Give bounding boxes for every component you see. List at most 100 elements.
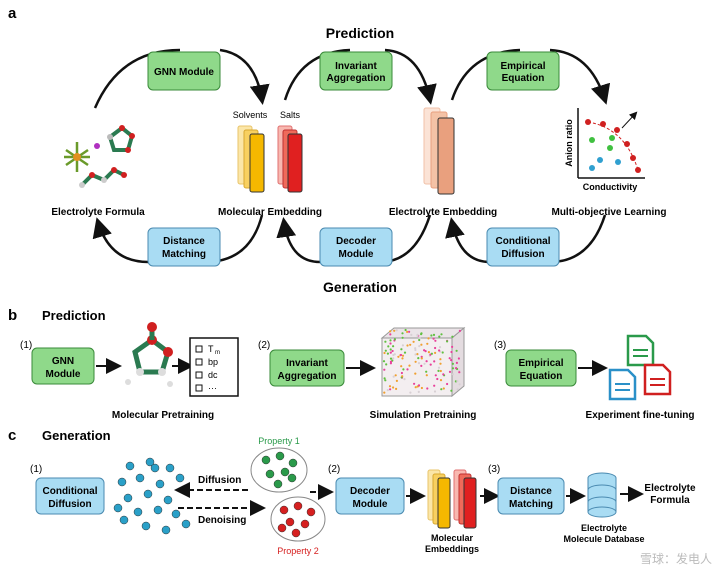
simulation-particle (418, 338, 421, 342)
simulation-particle (427, 351, 430, 354)
simulation-particle (457, 357, 460, 360)
simulation-particle (414, 348, 417, 352)
simulation-particle (439, 358, 442, 361)
simulation-particle (433, 384, 436, 387)
noise-dot (175, 473, 185, 483)
b-empirical-label-1: Empirical (518, 358, 563, 369)
b-empirical-label-2: Equation (520, 371, 563, 382)
b-invariant-box: Invariant Aggregation (269, 349, 345, 387)
arc-top-3 (450, 48, 521, 101)
simulation-particle (451, 335, 454, 338)
simulation-particle (383, 368, 386, 371)
simulation-particle (383, 377, 386, 380)
simulation-particle (439, 369, 442, 373)
panel-a-top-title: Prediction (326, 25, 394, 41)
panel-a-bottom-title: Generation (323, 279, 397, 295)
simulation-particle (440, 333, 443, 336)
arc-top-1b (219, 48, 270, 105)
simulation-particle (417, 357, 420, 360)
noise-dot (133, 507, 143, 517)
c-decoder-label-1: Decoder (350, 486, 390, 497)
simulation-particle (420, 364, 423, 367)
simulation-particle (400, 348, 403, 351)
simulation-particle (401, 332, 404, 335)
simulation-particle (456, 388, 459, 391)
c-embeddings-caption-1: Molecular (431, 533, 474, 543)
simulation-particle (391, 349, 394, 353)
b-step3-caption: Experiment fine-tuning (586, 410, 695, 421)
decoder-label-2: Module (339, 249, 374, 260)
simulation-particle (440, 388, 443, 391)
decoder-module-box: Decoder Module (319, 227, 393, 267)
simulation-particle (438, 349, 441, 352)
pareto-plot (577, 108, 645, 179)
simulation-particle (434, 351, 437, 354)
c-embeddings-caption-2: Embeddings (425, 544, 479, 554)
simulation-particle (414, 347, 417, 350)
simulation-particle (429, 363, 432, 366)
solvents-label: Solvents (233, 110, 268, 120)
c-distance-label-1: Distance (510, 486, 552, 497)
conditional-label-1: Conditional (496, 236, 551, 247)
simulation-particle (383, 391, 386, 394)
simulation-particle (414, 372, 417, 375)
simulation-particle (439, 362, 442, 365)
arc-top-1 (93, 48, 181, 109)
simulation-particle (430, 334, 433, 337)
c-step1-num: (1) (30, 464, 42, 475)
simulation-particle (389, 362, 392, 365)
simulation-particle (418, 336, 421, 340)
simulation-particle (455, 367, 458, 370)
plot-xlabel: Conductivity (583, 182, 638, 192)
invariant-label-2: Aggregation (327, 73, 386, 84)
arc-bot-1b (92, 217, 149, 264)
salts-label: Salts (280, 110, 301, 120)
simulation-particle (436, 377, 439, 381)
property2-dots (277, 501, 316, 538)
simulation-particle (392, 386, 395, 389)
checklist-item-dc: dc (208, 370, 218, 380)
simulation-particle (389, 333, 392, 336)
simulation-particle (451, 373, 454, 376)
simulation-particle (427, 337, 430, 340)
noise-dot (135, 473, 145, 483)
simulation-particle (395, 329, 398, 332)
empirical-label-2: Equation (502, 73, 545, 84)
c-conditional-label-1: Conditional (43, 486, 98, 497)
gnn-module-box: GNN Module (147, 51, 221, 91)
simulation-particle (450, 389, 453, 392)
property2-dot (293, 501, 303, 511)
simulation-particle (423, 362, 426, 365)
simulation-particle (386, 352, 389, 355)
arc-bot-3b (445, 217, 491, 264)
simulation-particle (455, 349, 458, 352)
simulation-particle (441, 351, 444, 354)
invariant-aggregation-box: Invariant Aggregation (319, 51, 393, 91)
b-invariant-label-2: Aggregation (278, 371, 337, 382)
simulation-particle (400, 371, 403, 375)
simulation-particle (401, 357, 404, 360)
noise-dot (171, 509, 181, 519)
simulation-particle (448, 370, 452, 373)
simulation-particle (414, 353, 417, 356)
simulation-particle (414, 360, 417, 363)
simulation-particle (434, 339, 437, 342)
property1-label: Property 1 (258, 436, 300, 446)
property2-dot (277, 523, 287, 533)
simulation-particle (395, 387, 398, 390)
noise-dot (113, 503, 123, 513)
simulation-particle (393, 329, 396, 332)
conditional-diffusion-box: Conditional Diffusion (486, 227, 560, 267)
c-output-label-1: Electrolyte (644, 483, 696, 494)
noise-dot (143, 489, 153, 499)
distance-label-1: Distance (163, 236, 205, 247)
empirical-label-1: Empirical (500, 61, 545, 72)
simulation-particle (385, 363, 388, 366)
simulation-particle (392, 345, 395, 348)
property1-dots (261, 451, 298, 489)
simulation-particle (442, 387, 445, 390)
denoising-label: Denoising (198, 515, 246, 526)
simulation-particle (451, 345, 454, 348)
document-icons (608, 334, 672, 401)
property1-dot (288, 458, 298, 468)
